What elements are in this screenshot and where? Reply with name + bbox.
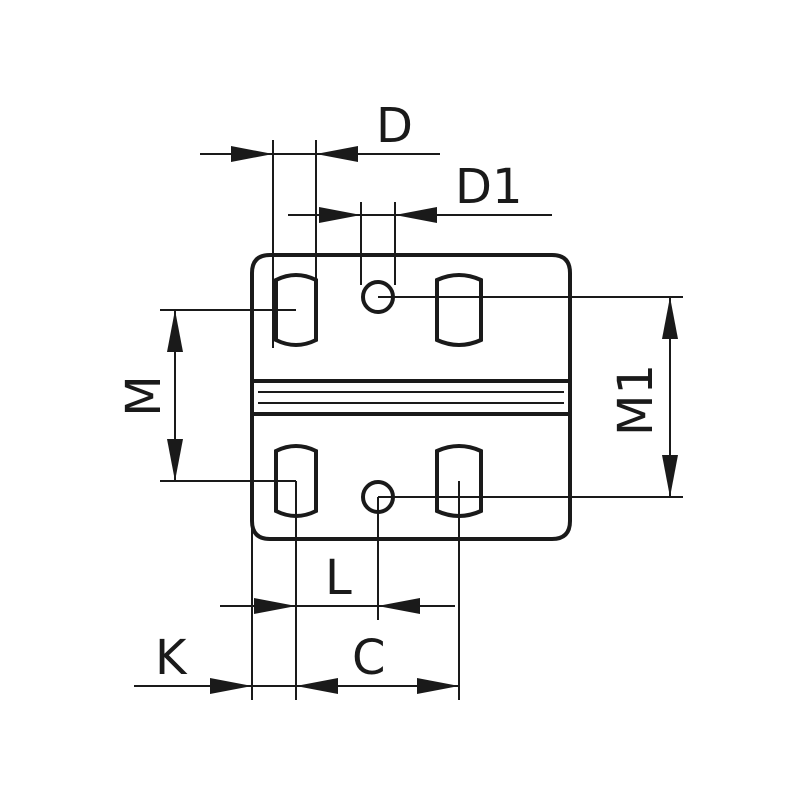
arrowhead xyxy=(395,207,437,223)
hinge-plate xyxy=(250,253,572,541)
slot-hole-bottom-right xyxy=(435,444,483,518)
label-c: C xyxy=(352,630,386,686)
label-d1: D1 xyxy=(455,159,523,215)
label-m1: M1 xyxy=(608,364,664,436)
arrowhead xyxy=(231,146,273,162)
slot-hole-top-left xyxy=(274,273,318,347)
dimension-d: D xyxy=(200,98,440,348)
arrowhead xyxy=(662,455,678,497)
arrowhead xyxy=(254,598,296,614)
slot-hole-bottom-left xyxy=(274,444,318,518)
plate-outline xyxy=(250,253,572,541)
arrowhead xyxy=(167,310,183,352)
round-holes xyxy=(361,280,395,514)
label-m: M xyxy=(116,375,172,416)
arrowhead xyxy=(319,207,361,223)
dimension-k-c: K C xyxy=(134,481,460,700)
label-l: L xyxy=(325,550,352,606)
dimension-d1: D1 xyxy=(288,159,552,285)
arrowhead xyxy=(316,146,358,162)
arrowhead xyxy=(296,678,338,694)
arrowhead xyxy=(417,678,459,694)
dimension-m1: M1 xyxy=(378,296,683,498)
dimension-m: M xyxy=(116,309,296,482)
label-k: K xyxy=(155,630,188,686)
label-d: D xyxy=(376,98,413,154)
dimension-l: L xyxy=(220,481,455,700)
slot-hole-top-right xyxy=(435,273,483,347)
arrowhead xyxy=(167,439,183,481)
slot-holes xyxy=(274,273,483,518)
arrowhead xyxy=(662,297,678,339)
arrowhead xyxy=(210,678,252,694)
arrowhead xyxy=(378,598,420,614)
